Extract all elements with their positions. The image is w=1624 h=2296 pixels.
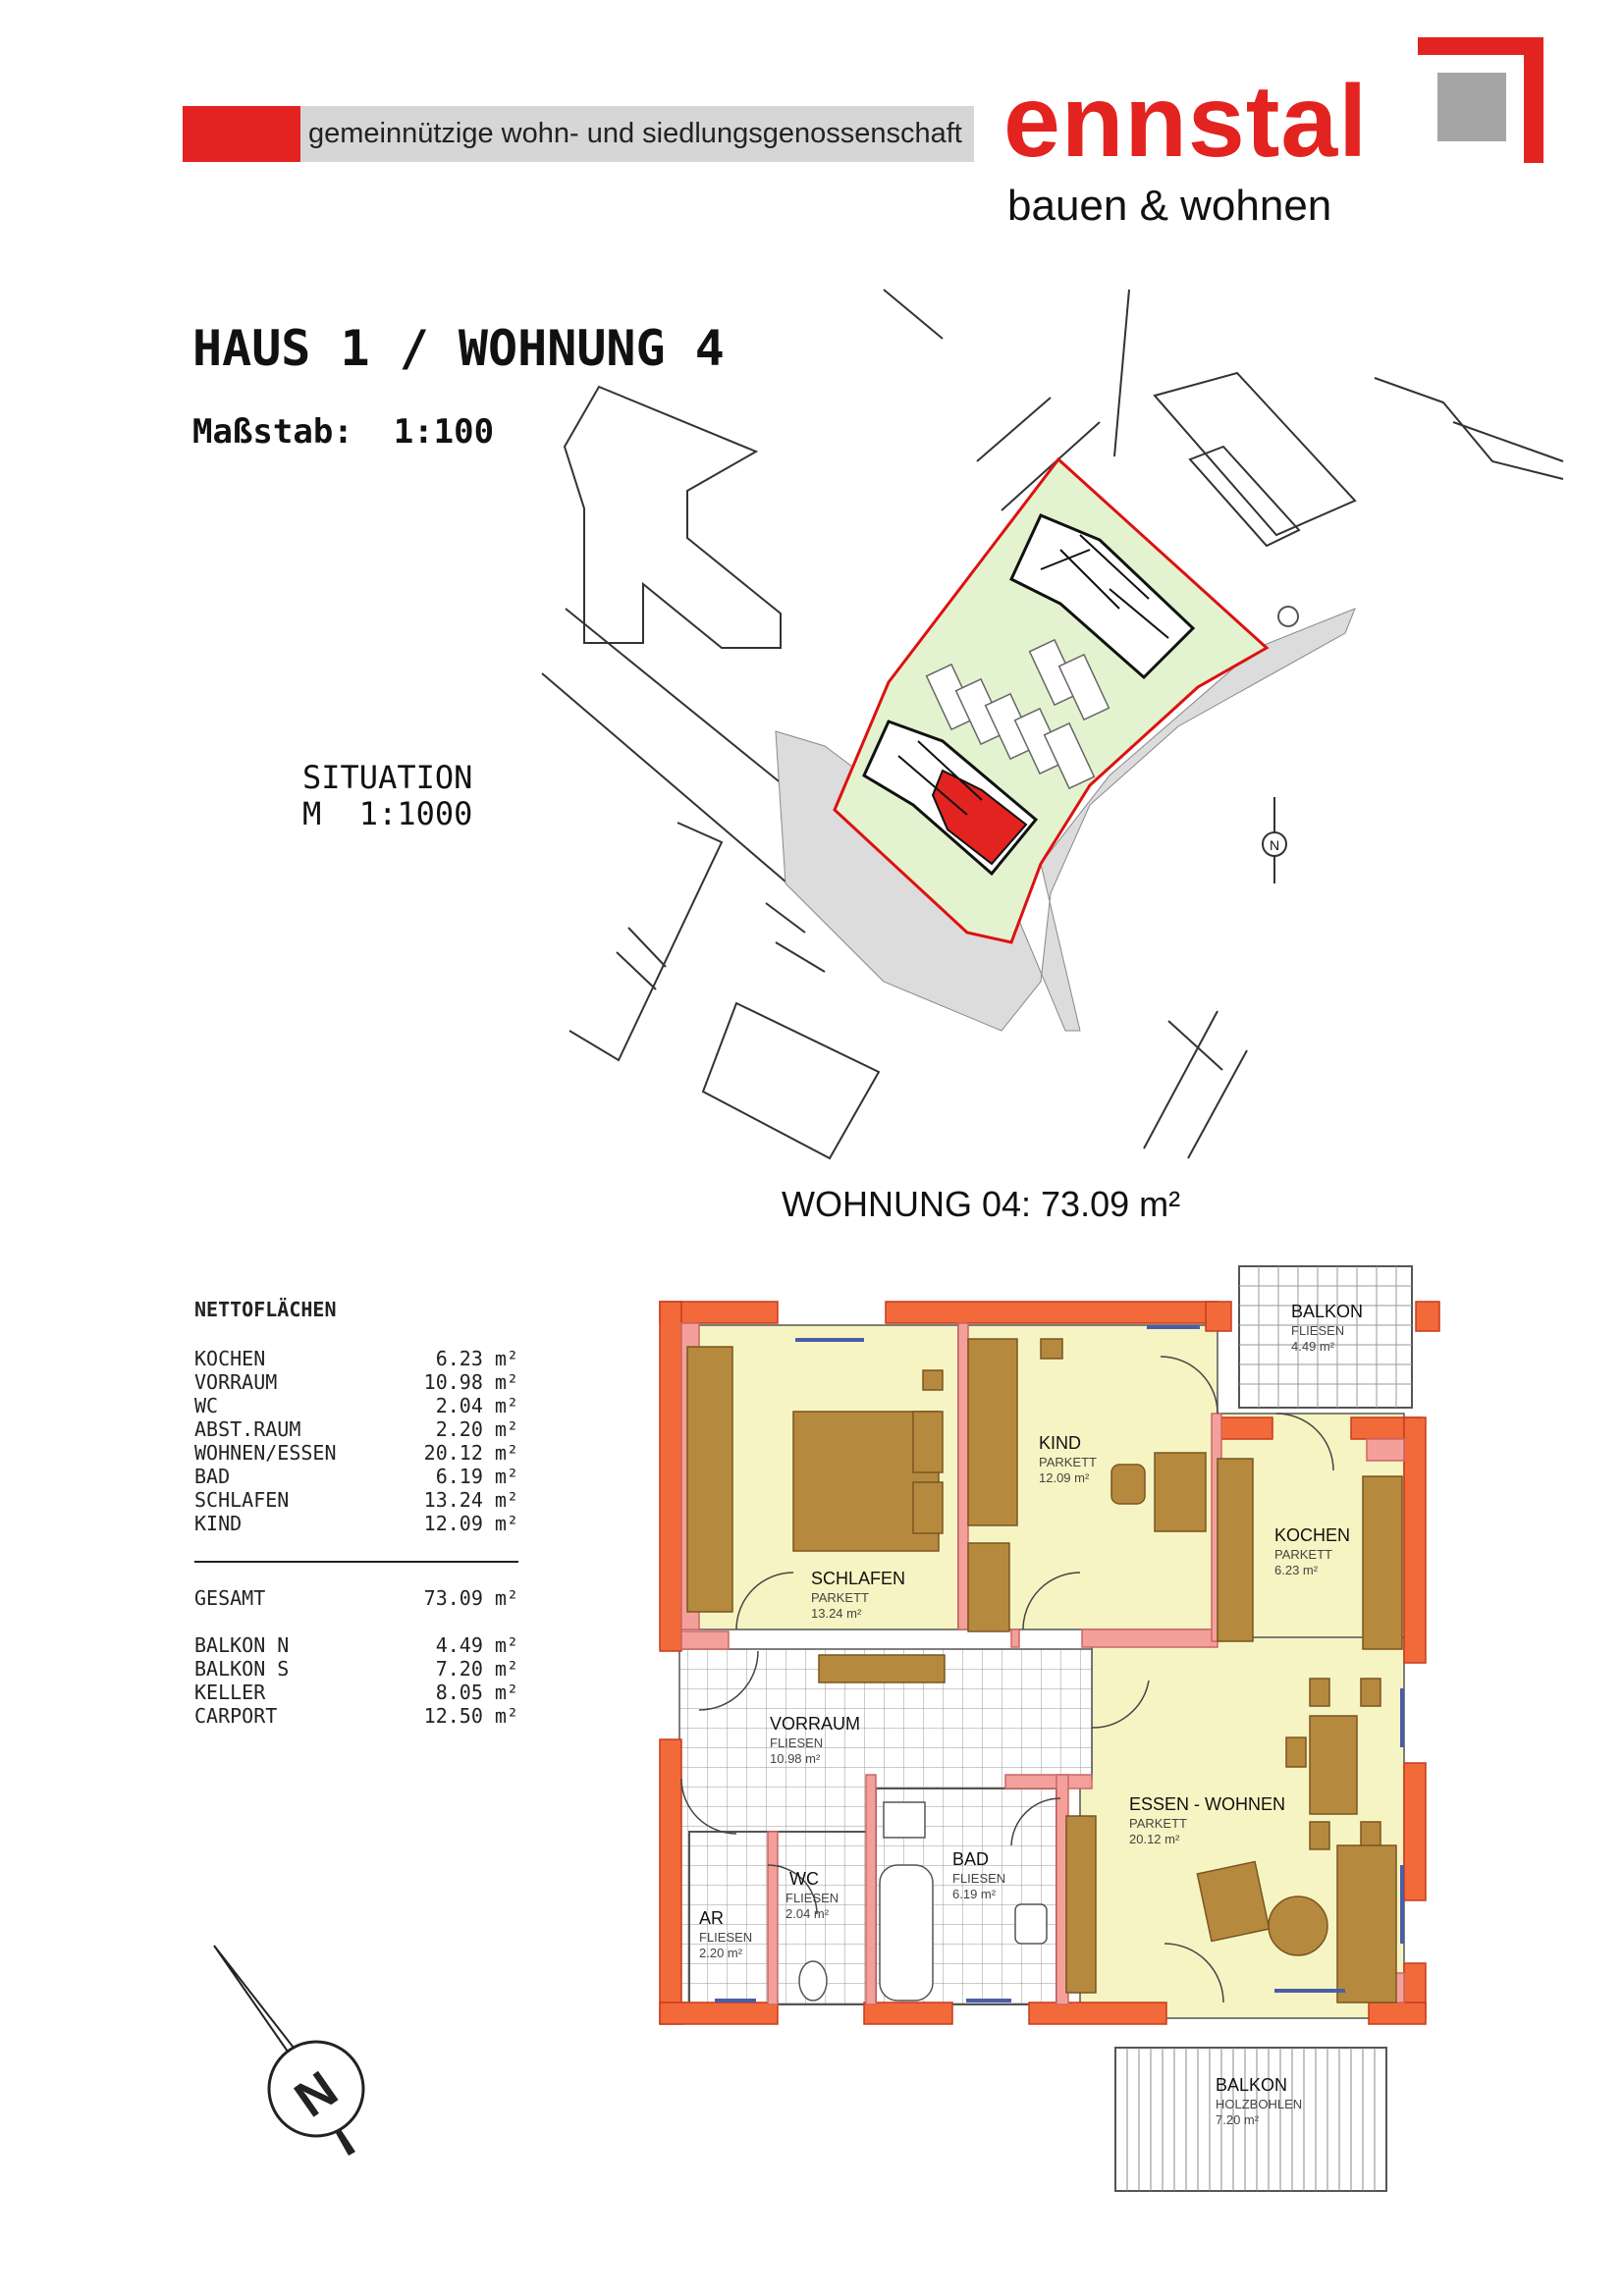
svg-text:FLIESEN: FLIESEN xyxy=(699,1930,752,1945)
svg-text:2.20 m²: 2.20 m² xyxy=(699,1946,743,1960)
header-red-bar xyxy=(183,106,300,162)
svg-text:PARKETT: PARKETT xyxy=(1129,1816,1187,1831)
label-essen-wohnen: ESSEN - WOHNEN xyxy=(1129,1794,1285,1814)
svg-text:FLIESEN: FLIESEN xyxy=(952,1871,1005,1886)
apartment-area-heading: WOHNUNG 04: 73.09 m² xyxy=(782,1184,1181,1224)
svg-text:12.09 m²: 12.09 m² xyxy=(1039,1470,1090,1485)
svg-text:FLIESEN: FLIESEN xyxy=(1291,1323,1344,1338)
doors xyxy=(680,1356,1334,2003)
outer-walls xyxy=(659,1301,1440,2025)
net-area-heading: NETTOFLÄCHEN xyxy=(194,1298,337,1321)
svg-text:FLIESEN: FLIESEN xyxy=(785,1891,839,1905)
sanitary-fixtures xyxy=(798,1801,1048,2002)
label-vorraum: VORRAUM xyxy=(770,1714,860,1734)
svg-text:20.12 m²: 20.12 m² xyxy=(1129,1832,1180,1846)
svg-text:6.19 m²: 6.19 m² xyxy=(952,1887,997,1901)
site-neighbor-building xyxy=(563,385,782,649)
label-balkon-n: BALKON xyxy=(1291,1302,1363,1321)
svg-text:7.20 m²: 7.20 m² xyxy=(1216,2112,1260,2127)
svg-text:10.98 m²: 10.98 m² xyxy=(770,1751,821,1766)
site-north-label: N xyxy=(1270,837,1279,853)
label-kochen: KOCHEN xyxy=(1274,1525,1350,1545)
label-balkon-s: BALKON xyxy=(1216,2075,1287,2095)
balcony-north xyxy=(1238,1265,1413,1409)
site-north-arrow-icon: N xyxy=(1262,797,1287,883)
svg-text:6.23 m²: 6.23 m² xyxy=(1274,1563,1319,1577)
header-tagline: gemeinnützige wohn- und siedlungsgenosse… xyxy=(308,118,962,149)
windows xyxy=(715,1325,1404,2002)
svg-text:13.24 m²: 13.24 m² xyxy=(811,1606,862,1621)
table-divider xyxy=(194,1561,518,1563)
label-ar: AR xyxy=(699,1908,724,1928)
label-bad: BAD xyxy=(952,1849,989,1869)
site-plan: N xyxy=(541,289,1564,1160)
svg-text:FLIESEN: FLIESEN xyxy=(770,1735,823,1750)
svg-text:2.04 m²: 2.04 m² xyxy=(785,1906,830,1921)
logo-square-icon xyxy=(1418,37,1543,163)
room-ar xyxy=(688,1831,775,2005)
svg-text:PARKETT: PARKETT xyxy=(1274,1547,1332,1562)
svg-text:4.49 m²: 4.49 m² xyxy=(1291,1339,1335,1354)
svg-text:HOLZBOHLEN: HOLZBOHLEN xyxy=(1216,2097,1302,2111)
label-kind: KIND xyxy=(1039,1433,1081,1453)
plan-scale: Maßstab: 1:100 xyxy=(192,412,495,452)
label-schlafen: SCHLAFEN xyxy=(811,1569,905,1588)
svg-text:PARKETT: PARKETT xyxy=(1039,1455,1097,1469)
logo-subtitle: bauen & wohnen xyxy=(1007,182,1332,230)
room-labels: BALKON FLIESEN 4.49 m² KIND PARKETT 12.0… xyxy=(699,1302,1363,2127)
page-title: HAUS 1 / WOHNUNG 4 xyxy=(192,320,725,377)
header-grey-bar xyxy=(300,106,974,162)
situation-label: SITUATION M 1:1000 xyxy=(302,759,473,832)
label-wc: WC xyxy=(789,1869,819,1889)
svg-text:PARKETT: PARKETT xyxy=(811,1590,869,1605)
logo-wordmark: ennstal xyxy=(1003,65,1369,179)
furniture xyxy=(686,1338,1403,2003)
balcony-south xyxy=(1114,2047,1387,2192)
